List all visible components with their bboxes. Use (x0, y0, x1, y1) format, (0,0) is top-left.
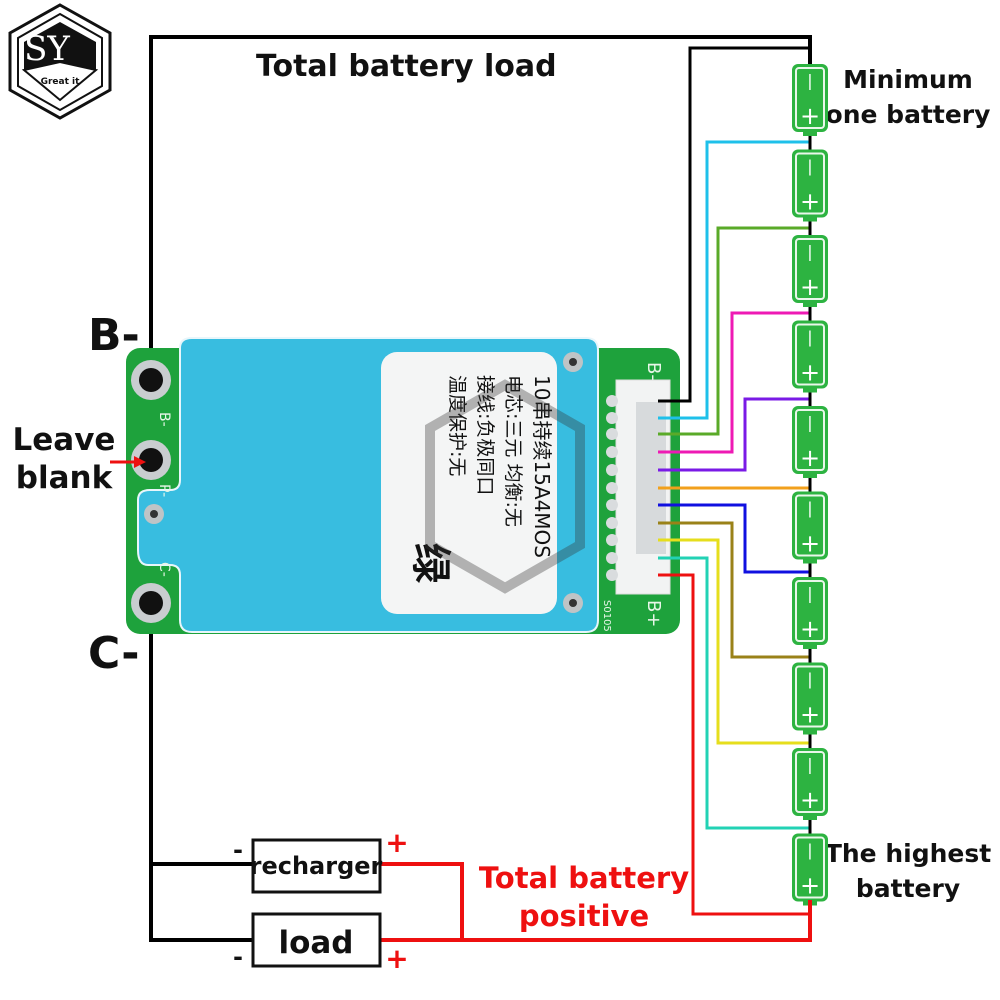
sticker-line-3: 接线:负极同口 (474, 375, 496, 495)
highest-battery-label-line2: battery (856, 874, 960, 903)
battery-positive-symbol: + (800, 786, 820, 814)
connector-pin (606, 464, 618, 476)
connector-label-bminus: B- (643, 362, 664, 381)
minimum-battery-label-line1: Minimum (843, 65, 973, 94)
watermark-logo (425, 379, 585, 594)
battery-positive-symbol: + (800, 530, 820, 558)
pad-label-p: P- (156, 484, 172, 497)
load-box[interactable]: load (251, 912, 382, 968)
connector-pin (606, 412, 618, 424)
connector-pin (606, 552, 618, 564)
battery-positive-symbol: + (800, 102, 820, 130)
recharger-negative-symbol: - (233, 836, 243, 864)
battery-cell: |+ (792, 149, 828, 222)
battery-cell: |+ (792, 577, 828, 649)
positive-recharger-wire (380, 862, 464, 940)
connector-pin (606, 517, 618, 529)
battery-positive-symbol: + (800, 273, 820, 301)
total-battery-load-label: Total battery load (256, 49, 557, 84)
pad-p-minus[interactable] (131, 440, 171, 480)
battery-stack: |+|+|+|+|+|+|+|+|+|+ (792, 64, 828, 906)
sticker-line-2: 电芯:三元 均衡:无 (502, 375, 524, 527)
battery-negative-symbol: | (807, 499, 812, 518)
battery-positive-symbol: + (800, 444, 820, 472)
battery-cell: |+ (792, 64, 828, 136)
recharger-label: recharger (250, 852, 383, 880)
logo-letters: SY (24, 29, 70, 69)
connector-pin (606, 499, 618, 511)
connector-side-label: S0105 (601, 600, 612, 632)
battery-positive-symbol: + (800, 188, 820, 216)
battery-negative-symbol: | (807, 413, 812, 432)
balance-wires (658, 46, 810, 916)
brand-logo: SY Great it (8, 3, 112, 120)
pad-label-b: B- (156, 412, 172, 427)
battery-negative-symbol: | (807, 71, 812, 90)
total-battery-positive-line1: Total battery (479, 861, 689, 895)
load-label: load (278, 925, 353, 961)
pad-label-c: C- (156, 562, 172, 577)
battery-cell: |+ (792, 235, 828, 307)
sticker-line-4: 温度保护:无 (446, 375, 468, 476)
bms-pcb: 10串持续15A4MOS 电芯:三元 均衡:无 接线:负极同口 温度保护:无 绿… (110, 337, 680, 634)
balance-wire-b1 (658, 140, 810, 420)
battery-negative-symbol: | (807, 157, 812, 176)
battery-negative-symbol: | (807, 328, 812, 347)
load-negative-symbol: - (233, 943, 243, 971)
balance-wire-b3 (658, 311, 810, 454)
battery-positive-symbol: + (800, 872, 820, 900)
battery-cell: |+ (792, 406, 828, 478)
connector-pin (606, 569, 618, 581)
positive-main-wire (380, 900, 812, 942)
battery-cell: |+ (792, 662, 828, 735)
battery-cell: |+ (792, 748, 828, 820)
connector-pin (606, 428, 618, 440)
highest-battery-label-line1: The highest (825, 839, 991, 868)
balance-wire-b7 (658, 521, 810, 659)
recharger-box[interactable]: recharger (250, 838, 383, 894)
battery-negative-symbol: | (807, 584, 812, 603)
c-minus-label: C- (88, 628, 140, 679)
balance-wire-b10 (658, 573, 810, 916)
battery-negative-symbol: | (807, 841, 812, 860)
leave-blank-label-line2: blank (16, 460, 114, 496)
battery-cell: |+ (792, 320, 828, 393)
connector-label-bplus: B+ (643, 600, 664, 627)
connector-pin (606, 395, 618, 407)
load-positive-symbol: + (385, 942, 408, 975)
battery-positive-symbol: + (800, 359, 820, 387)
balance-wire-b0 (658, 46, 810, 403)
c-minus-wire (149, 605, 255, 942)
battery-positive-symbol: + (800, 701, 820, 729)
b-minus-wire (149, 35, 812, 378)
battery-positive-symbol: + (800, 615, 820, 643)
battery-cell: |+ (792, 833, 828, 906)
balance-wire-b6 (658, 503, 810, 574)
battery-negative-symbol: | (807, 242, 812, 261)
leave-blank-label-line1: Leave (13, 422, 116, 458)
logo-tagline: Great it (41, 77, 81, 87)
sticker-line-1: 10串持续15A4MOS (530, 375, 554, 558)
battery-cell: |+ (792, 491, 828, 564)
balance-wire-b2 (658, 226, 810, 436)
balance-wire-b8 (658, 538, 810, 745)
sticker-color-mark: 绿 (407, 543, 453, 584)
battery-negative-symbol: | (807, 670, 812, 689)
battery-negative-symbol: | (807, 755, 812, 774)
pad-c-minus[interactable] (131, 583, 171, 623)
recharger-positive-symbol: + (385, 826, 408, 859)
connector-pin (606, 446, 618, 458)
connector-pin (606, 482, 618, 494)
balance-wire-b9 (658, 556, 810, 830)
balance-wire-b4 (658, 397, 810, 472)
total-battery-positive-line2: positive (519, 899, 649, 933)
spec-sticker (381, 352, 557, 614)
pad-b-minus[interactable] (131, 360, 171, 400)
connector-pin (606, 534, 618, 546)
minimum-battery-label-line2: one battery (826, 100, 991, 129)
